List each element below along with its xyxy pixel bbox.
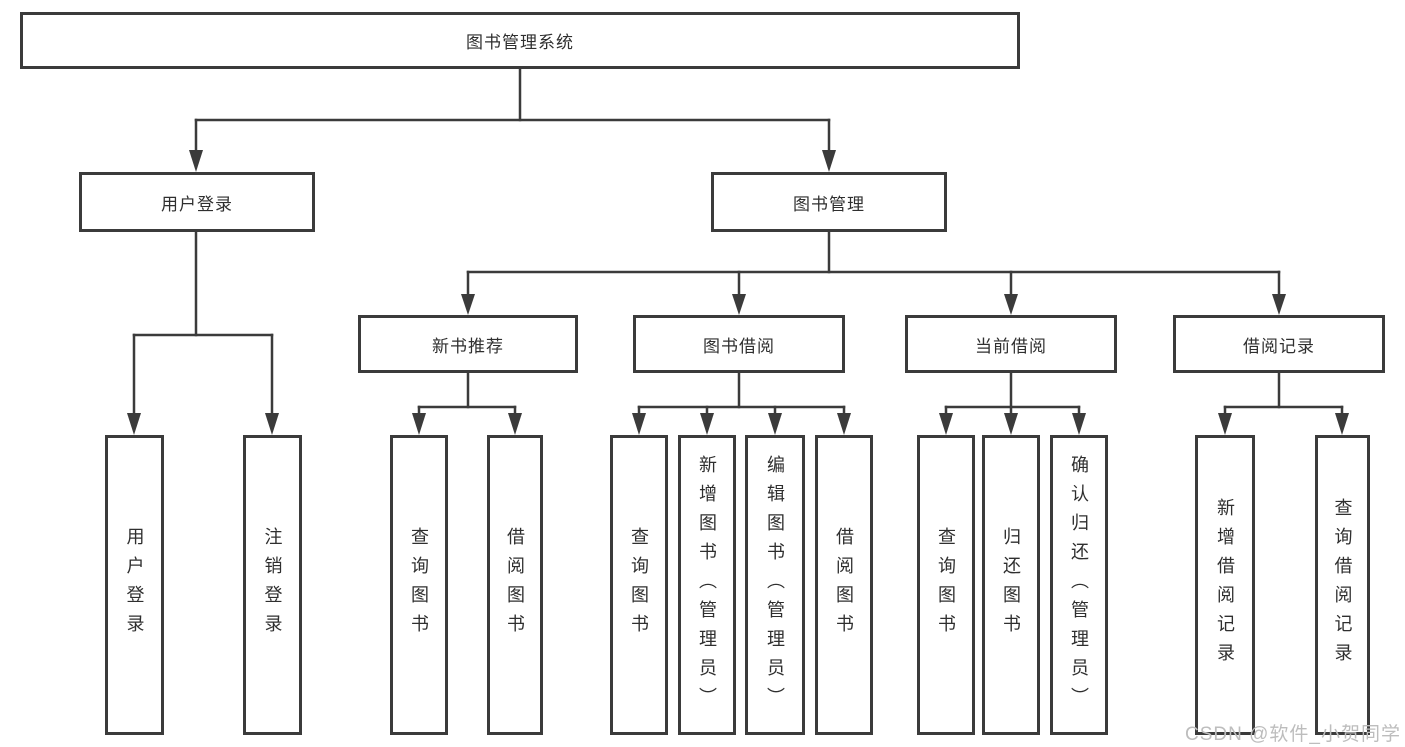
leaf-borrow-books-recommend: 借阅图书 — [487, 435, 543, 735]
leaf-add-borrow-record: 新增借阅记录 — [1195, 435, 1255, 735]
node-book-management: 图书管理 — [711, 172, 947, 232]
node-new-book-recommend: 新书推荐 — [358, 315, 578, 373]
leaf-return-books: 归还图书 — [982, 435, 1040, 735]
leaf-label: 查询图书 — [936, 527, 956, 643]
leaf-label: 查询借阅记录 — [1332, 498, 1353, 672]
node-book-management-system: 图书管理系统 — [20, 12, 1020, 69]
leaf-query-borrow-record: 查询借阅记录 — [1315, 435, 1370, 735]
leaf-logout: 注销登录 — [243, 435, 302, 735]
leaf-label: 确认归还（管理员） — [1069, 454, 1089, 716]
leaf-label: 用户登录 — [124, 527, 145, 643]
leaf-label: 编辑图书（管理员） — [765, 454, 785, 716]
leaf-user-login: 用户登录 — [105, 435, 164, 735]
leaf-label: 归还图书 — [1001, 527, 1021, 643]
leaf-query-books-current: 查询图书 — [917, 435, 975, 735]
leaf-label: 借阅图书 — [505, 527, 525, 643]
leaf-query-books-recommend: 查询图书 — [390, 435, 448, 735]
leaf-confirm-return-admin: 确认归还（管理员） — [1050, 435, 1108, 735]
leaf-label: 注销登录 — [262, 527, 283, 643]
csdn-watermark: CSDN @软件_小贺同学 — [1185, 724, 1401, 745]
leaf-add-books-admin: 新增图书（管理员） — [678, 435, 736, 735]
leaf-label: 新增图书（管理员） — [697, 454, 717, 716]
node-user-login: 用户登录 — [79, 172, 315, 232]
leaf-query-books-borrow: 查询图书 — [610, 435, 668, 735]
leaf-label: 新增借阅记录 — [1215, 498, 1235, 672]
leaf-label: 查询图书 — [629, 527, 649, 643]
node-book-borrow: 图书借阅 — [633, 315, 845, 373]
leaf-borrow-books: 借阅图书 — [815, 435, 873, 735]
leaf-label: 查询图书 — [409, 527, 429, 643]
leaf-edit-books-admin: 编辑图书（管理员） — [745, 435, 805, 735]
node-borrow-records: 借阅记录 — [1173, 315, 1385, 373]
node-current-borrow: 当前借阅 — [905, 315, 1117, 373]
leaf-label: 借阅图书 — [834, 527, 854, 643]
